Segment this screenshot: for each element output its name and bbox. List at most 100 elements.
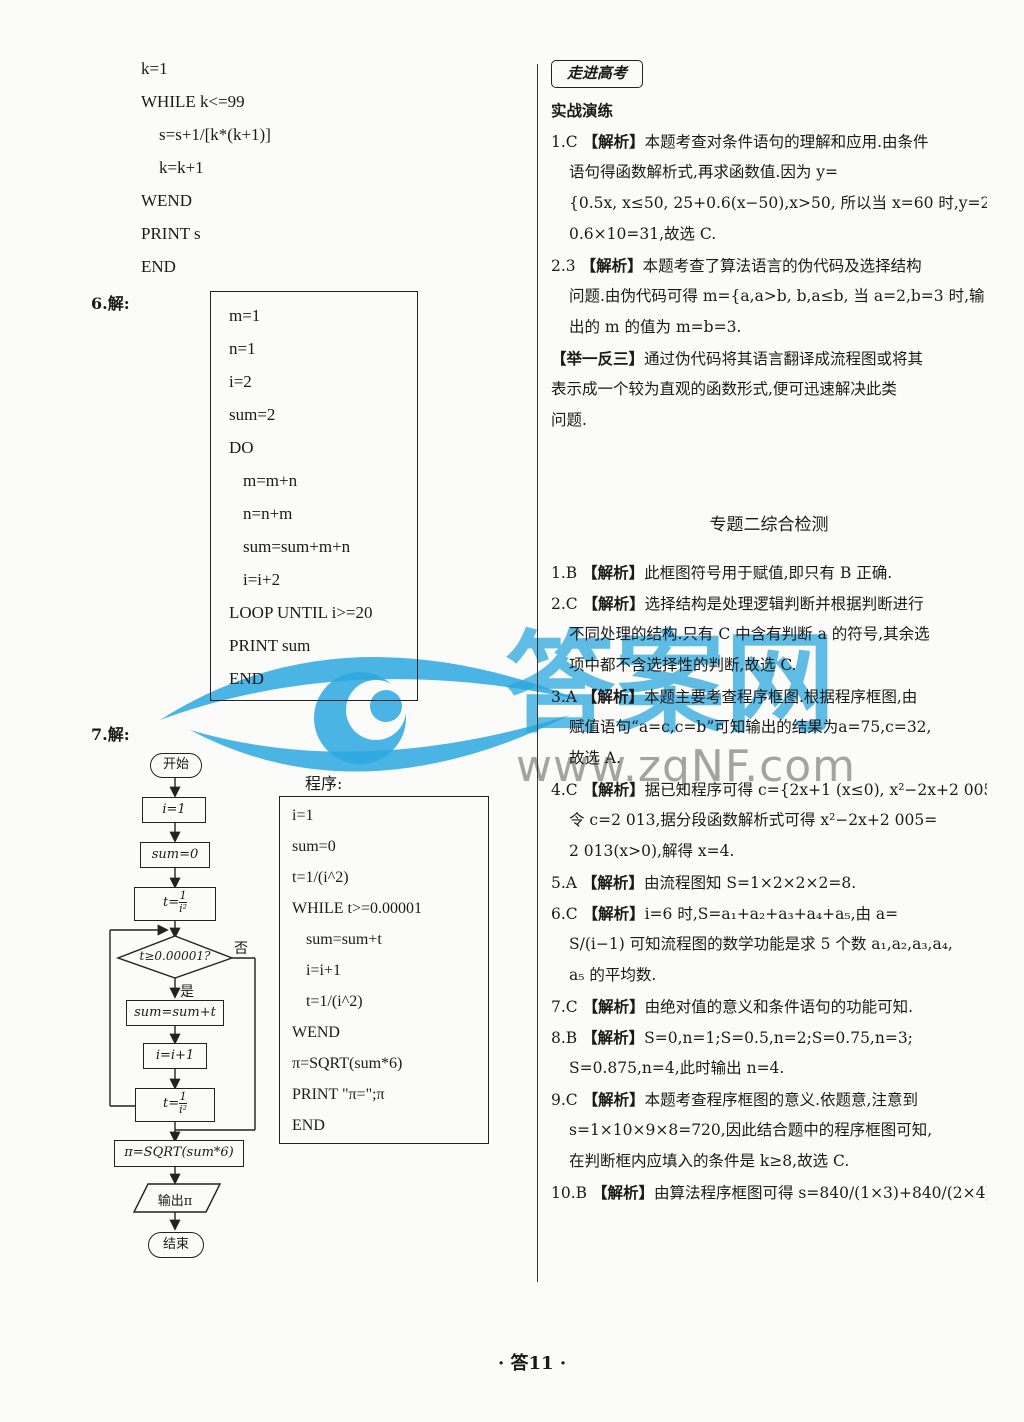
code-block-q6: m=1 n=1 i=2 sum=2 DO m=m+n n=n+m sum=sum… [229,299,373,695]
code-line: LOOP UNTIL i>=20 [229,603,373,622]
page-footer: · 答11 · [498,1353,567,1374]
column-divider [537,64,538,1282]
extend-line: 【举一反三】通过伪代码将其语言翻译成流程图或将其 [551,343,987,374]
fraction-denominator: i² [179,1103,188,1116]
answer-line: 问题.由伪代码可得 m={a,a>b, b,a≤b, 当 a=2,b=3 时,输 [551,281,987,312]
code-line: k=1 [141,59,168,78]
answer-line: 3.A 【解析】本题主要考查程序框图.根据程序框图,由 [551,681,987,712]
answer-number: 1.C [551,133,583,151]
flow-t-init-lhs: t= [162,895,180,910]
flow-pi-compute: π=SQRT(sum*6) [114,1140,244,1167]
answer-line: 9.C 【解析】本题考查程序框图的意义.依题意,注意到 [551,1084,987,1115]
flow-pi-compute-label: π=SQRT(sum*6) [124,1145,234,1160]
answer-line: 10.B 【解析】由算法程序框图可得 s=840/(1×3)+840/(2×4)… [551,1177,987,1208]
code-line: END [292,1117,325,1134]
flow-condition-label: t≥0.00001? [139,949,211,963]
answer-text: 问题.由伪代码可得 m={a,a>b, b,a≤b, 当 a=2,b=3 时,输 [569,287,985,305]
answer-number: 7.C [551,998,583,1016]
code-line: π=SQRT(sum*6) [292,1055,403,1072]
flow-end-label: 结束 [162,1237,189,1252]
answer-line: 6.C 【解析】i=6 时,S=a₁+a₂+a₃+a₄+a₅,由 a= [551,898,987,929]
flow-end: 结束 [148,1232,204,1258]
code-line: END [141,257,176,276]
answer-text: {0.5x, x≤50, 25+0.6(x−50),x>50, 所以当 x=60… [569,194,987,212]
question-6-label: 6.解: [91,294,130,313]
code-line: PRINT "π=";π [292,1086,385,1103]
answer-number: 1.B [551,564,583,582]
answer-text: 令 c=2 013,据分段函数解析式可得 x²−2x+2 005= [569,811,938,829]
code-line: s=s+1/[k*(k+1)] [159,125,271,144]
answer-line: 7.C 【解析】由绝对值的意义和条件语句的功能可知. [551,991,987,1022]
flow-sum-update: sum=sum+t [126,1000,224,1026]
extend-text: 通过伪代码将其语言翻译成流程图或将其 [644,350,924,368]
code-line: i=i+1 [306,962,341,979]
answer-text: S=0.875,n=4,此时输出 n=4. [569,1059,785,1077]
section-badge-label: 走进高考 [566,64,627,82]
code-line: DO [229,438,254,457]
analysis-tag: 【解析】 [581,687,644,706]
answer-text: 本题考查对条件语句的理解和应用.由条件 [644,133,929,151]
answer-line: 0.6×10=31,故选 C. [551,219,987,250]
answer-text: 在判断框内应填入的条件是 k≥8,故选 C. [569,1152,850,1170]
answer-line: S/(i−1) 可知流程图的数学功能是求 5 个数 a₁,a₂,a₃,a₄, [551,929,987,960]
answer-line: 1.B 【解析】此框图符号用于赋值,即只有 B 正确. [551,557,987,588]
extend-line: 问题. [551,405,987,436]
code-block-q5: k=1 WHILE k<=99 s=s+1/[k*(k+1)] k=k+1 WE… [141,52,271,283]
code-line: i=1 [292,807,314,824]
answer-line: S=0.875,n=4,此时输出 n=4. [551,1053,987,1084]
extend-tag: 【举一反三】 [551,349,645,368]
answer-line: 4.C 【解析】据已知程序可得 c={2x+1 (x≤0), x²−2x+2 0… [551,774,987,805]
decision-diamond [115,935,235,979]
extend-text: 问题. [551,411,587,429]
answer-line: {0.5x, x≤50, 25+0.6(x−50),x>50, 所以当 x=60… [551,188,987,219]
code-line: n=1 [229,339,256,358]
code-line: WEND [292,1024,340,1041]
code-line: t=1/(i^2) [306,993,363,1010]
flow-sum-init-label: sum=0 [151,847,199,862]
answer-text: 此框图符号用于赋值,即只有 B 正确. [644,564,893,582]
flow-start: 开始 [150,753,202,778]
code-line: WHILE t>=0.00001 [292,900,423,917]
fraction-numerator: 1 [179,1090,188,1104]
fraction-numerator: 1 [179,889,188,903]
code-line: PRINT s [141,224,201,243]
analysis-tag: 【解析】 [581,873,644,892]
code-line: PRINT sum [229,636,311,655]
code-line: sum=2 [229,405,276,424]
code-line: END [229,669,264,688]
answer-line: 项中都不含选择性的判断,故选 C. [551,650,987,681]
answer-line: 语句得函数解析式,再求函数值.因为 y= [551,157,987,188]
answer-text: 出的 m 的值为 m=b=3. [569,318,742,336]
answer-text: S=0,n=1;S=0.5,n=2;S=0.75,n=3; [644,1029,913,1047]
answer-line: 故选 A. [551,743,987,774]
analysis-tag: 【解析】 [580,256,643,275]
answer-text: 赋值语句“a=c,c=b”可知输出的结果为a=75,c=32, [569,718,932,736]
code-box-q6 [210,291,418,701]
analysis-tag: 【解析】 [582,904,645,923]
answer-line: 2 013(x>0),解得 x=4. [551,836,987,867]
section-title-review-wrap: 专题二综合检测 [551,510,987,541]
code-line: n=n+m [243,504,293,523]
answer-number: 10.B [551,1184,592,1202]
code-line: sum=sum+t [306,931,382,948]
answer-text: 项中都不含选择性的判断,故选 C. [569,656,797,674]
analysis-tag: 【解析】 [582,997,645,1016]
analysis-tag: 【解析】 [591,1183,654,1202]
code-line: m=1 [229,306,261,325]
answer-line: 8.B 【解析】S=0,n=1;S=0.5,n=2;S=0.75,n=3; [551,1022,987,1053]
flow-i-inc: i=i+1 [143,1043,207,1069]
answer-text: 2 013(x>0),解得 x=4. [569,842,735,860]
flow-yes-label: 是 [180,984,194,1000]
answer-text: 由流程图知 S=1×2×2×2=8. [643,874,857,892]
program-box [279,796,489,1144]
section-title-practice: 实战演练 [551,101,614,120]
section-badge: 走进高考 [551,60,643,88]
analysis-tag: 【解析】 [582,594,645,613]
flow-sum-update-label: sum=sum+t [134,1005,216,1020]
extend-text: 表示成一个较为直观的函数形式,便可迅速解决此类 [551,380,897,398]
flow-sum-init: sum=0 [140,842,210,868]
answer-text: 据已知程序可得 c={2x+1 (x≤0), x²−2x+2 005(x>0), [644,781,987,799]
code-line: WEND [141,191,192,210]
